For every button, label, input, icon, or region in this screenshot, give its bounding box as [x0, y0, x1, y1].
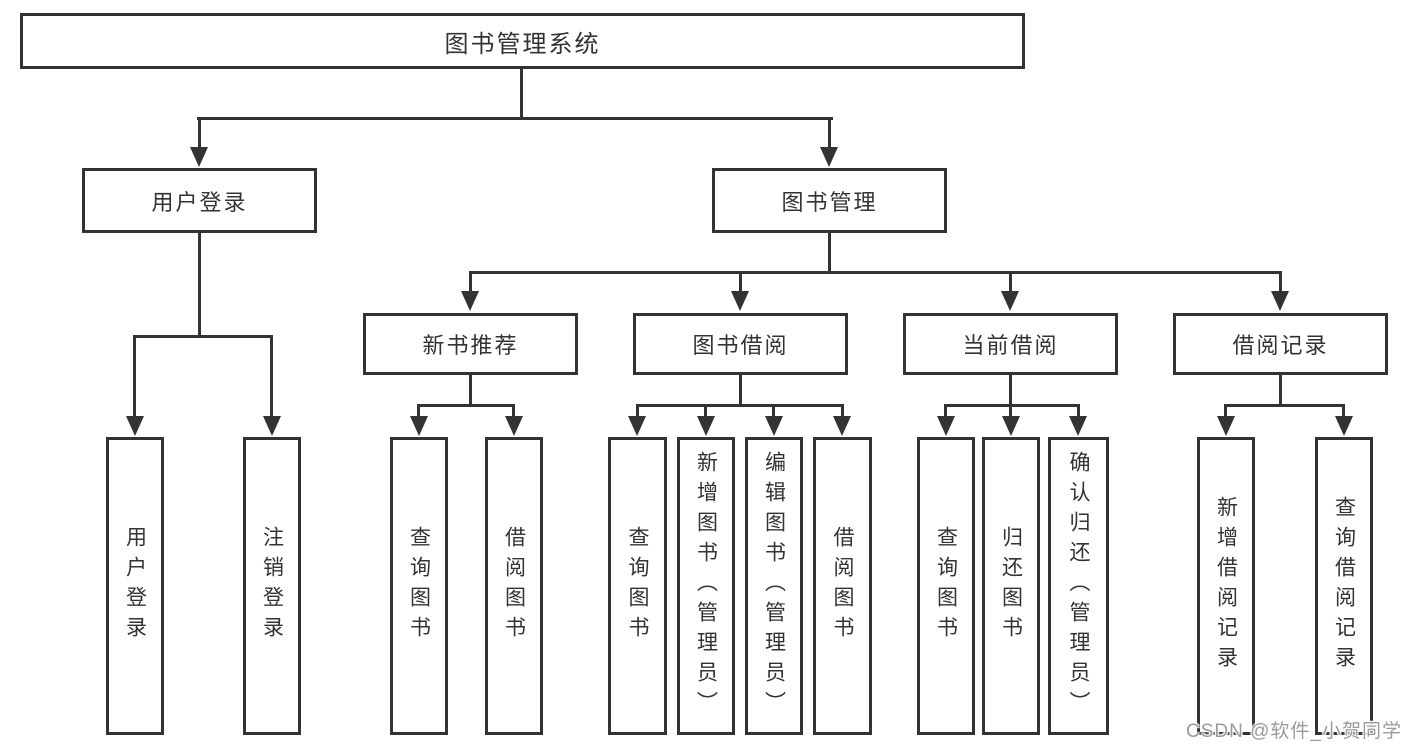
arrowhead-leaf — [1002, 416, 1020, 436]
edge-level2-hline — [197, 117, 833, 120]
edge-leaf-drop — [417, 404, 420, 418]
leaf-add-books-admin: 新增图书（管理员） — [677, 437, 735, 735]
node-current-borrowing: 当前借阅 — [903, 313, 1118, 375]
edge-leaf-drop — [133, 338, 136, 418]
edge-current-borrow-hline — [944, 404, 1080, 407]
leaf-logout-label: 注销登录 — [260, 526, 284, 646]
edge-leaf-drop — [772, 404, 775, 418]
arrowhead-leaf — [937, 416, 955, 436]
arrowhead-leaf — [697, 416, 715, 436]
node-book-borrowing: 图书借阅 — [633, 313, 848, 375]
node-book-borrowing-label: 图书借阅 — [692, 333, 789, 358]
leaf-user-login-label: 用户登录 — [123, 526, 147, 646]
edge-level3-drop — [1279, 274, 1282, 294]
edge-level3-drop — [739, 274, 742, 294]
edge-leaf-drop — [1077, 404, 1080, 418]
edge-user-login-drop — [198, 117, 201, 149]
leaf-add-borrow-record-label: 新增借阅记录 — [1214, 496, 1238, 676]
leaf-add-books-admin-label: 新增图书（管理员） — [694, 451, 718, 721]
edge-root-stem — [520, 66, 523, 120]
arrowhead-leaf — [628, 416, 646, 436]
arrowhead-current-borrow — [1001, 291, 1019, 311]
arrowhead-borrow-record — [1271, 291, 1289, 311]
leaf-query-books-label: 查询图书 — [934, 526, 958, 646]
node-library-management-system: 图书管理系统 — [20, 13, 1025, 69]
leaf-query-books: 查询图书 — [917, 437, 975, 735]
leaf-return-books: 归还图书 — [982, 437, 1040, 735]
edge-leaf-drop — [704, 404, 707, 418]
edge-book-mgmt-stem — [828, 233, 831, 274]
edge-user-login-hline — [133, 335, 273, 338]
leaf-query-books-label: 查询图书 — [407, 526, 431, 646]
arrowhead-leaf — [505, 416, 523, 436]
edge-book-mgmt-drop — [828, 117, 831, 149]
leaf-edit-books-admin: 编辑图书（管理员） — [745, 437, 803, 735]
leaf-query-books: 查询图书 — [608, 437, 667, 735]
arrowhead-leaf — [126, 416, 144, 436]
arrowhead-leaf — [263, 416, 281, 436]
leaf-user-login: 用户登录 — [106, 437, 164, 735]
node-borrow-records-label: 借阅记录 — [1232, 333, 1329, 358]
edge-leaf-drop — [636, 404, 639, 418]
node-new-book-recommend-label: 新书推荐 — [422, 333, 519, 358]
edge-user-login-stem — [198, 233, 201, 338]
arrowhead-leaf — [410, 416, 428, 436]
watermark: CSDN @软件_小贺同学 — [1186, 721, 1402, 742]
node-root-label: 图书管理系统 — [444, 30, 601, 58]
leaf-edit-books-admin-label: 编辑图书（管理员） — [762, 451, 786, 721]
edge-leaf-drop — [944, 404, 947, 418]
arrowhead-leaf — [833, 416, 851, 436]
arrowhead-leaf — [1335, 416, 1353, 436]
edge-borrow-record-hline — [1224, 404, 1345, 407]
edge-book-borrow-stem — [739, 375, 742, 407]
leaf-borrow-books: 借阅图书 — [813, 437, 872, 735]
edge-leaf-drop — [841, 404, 844, 418]
arrowhead-book-borrow — [731, 291, 749, 311]
arrowhead-leaf — [1069, 416, 1087, 436]
leaf-query-books-label: 查询图书 — [626, 526, 649, 646]
edge-level3-hline — [469, 271, 1282, 274]
node-borrow-records: 借阅记录 — [1173, 313, 1388, 375]
arrowhead-book-mgmt — [820, 147, 838, 167]
node-new-book-recommend: 新书推荐 — [363, 313, 578, 375]
edge-current-borrow-stem — [1009, 375, 1012, 407]
node-book-management: 图书管理 — [712, 168, 947, 233]
edge-leaf-drop — [1009, 404, 1012, 418]
edge-level3-drop — [469, 274, 472, 294]
arrowhead-user-login — [190, 147, 208, 167]
leaf-query-borrow-record-label: 查询借阅记录 — [1332, 496, 1356, 676]
edge-borrow-record-stem — [1279, 375, 1282, 407]
leaf-return-books-label: 归还图书 — [999, 526, 1023, 646]
arrowhead-new-book — [461, 291, 479, 311]
node-user-login: 用户登录 — [82, 168, 317, 233]
leaf-add-borrow-record: 新增借阅记录 — [1197, 437, 1255, 735]
node-book-management-label: 图书管理 — [781, 189, 878, 215]
edge-leaf-drop — [270, 338, 273, 418]
leaf-borrow-books-label: 借阅图书 — [831, 526, 854, 646]
arrowhead-leaf — [765, 416, 783, 436]
edge-book-borrow-hline — [636, 404, 844, 407]
leaf-confirm-return-admin-label: 确认归还（管理员） — [1067, 451, 1090, 721]
edge-leaf-drop — [1342, 404, 1345, 418]
edge-new-book-hline — [417, 404, 515, 407]
edge-level3-drop — [1009, 274, 1012, 294]
leaf-query-borrow-record: 查询借阅记录 — [1315, 437, 1373, 735]
leaf-query-books: 查询图书 — [390, 437, 448, 735]
node-user-login-label: 用户登录 — [151, 189, 248, 215]
leaf-confirm-return-admin: 确认归还（管理员） — [1048, 437, 1109, 735]
node-current-borrowing-label: 当前借阅 — [962, 333, 1059, 358]
arrowhead-leaf — [1217, 416, 1235, 436]
edge-leaf-drop — [512, 404, 515, 418]
edge-new-book-stem — [469, 375, 472, 407]
leaf-borrow-books-label: 借阅图书 — [502, 526, 526, 646]
edge-leaf-drop — [1224, 404, 1227, 418]
leaf-borrow-books: 借阅图书 — [485, 437, 543, 735]
leaf-logout: 注销登录 — [243, 437, 301, 735]
